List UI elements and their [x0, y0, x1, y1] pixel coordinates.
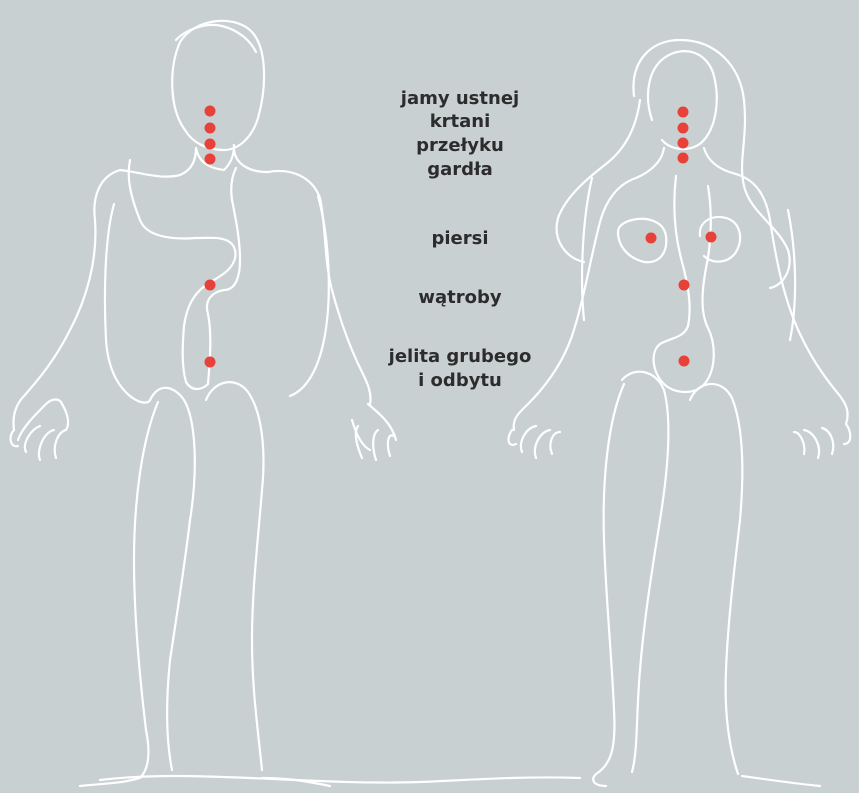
label-colon-line2: i odbytu [330, 369, 590, 392]
marker-female-breast-left [646, 233, 657, 244]
label-larynx: krtani [330, 110, 590, 133]
marker-male-throat [205, 154, 216, 165]
marker-male-esophagus [205, 139, 216, 150]
label-mouth: jamy ustnej [330, 87, 590, 110]
label-liver: wątroby [330, 286, 590, 309]
marker-female-esophagus [678, 138, 689, 149]
marker-male-larynx [205, 123, 216, 134]
marker-female-throat [678, 153, 689, 164]
marker-female-mouth [678, 107, 689, 118]
label-throat: gardła [330, 158, 590, 181]
label-breast: piersi [330, 227, 590, 250]
marker-female-colon [679, 356, 690, 367]
marker-female-larynx [678, 123, 689, 134]
label-esophagus: przełyku [330, 134, 590, 157]
label-colon-line1: jelita grubego [330, 345, 590, 368]
marker-female-liver [679, 280, 690, 291]
marker-male-liver [205, 280, 216, 291]
marker-male-mouth [205, 106, 216, 117]
marker-female-breast-right [706, 232, 717, 243]
marker-male-colon [205, 357, 216, 368]
